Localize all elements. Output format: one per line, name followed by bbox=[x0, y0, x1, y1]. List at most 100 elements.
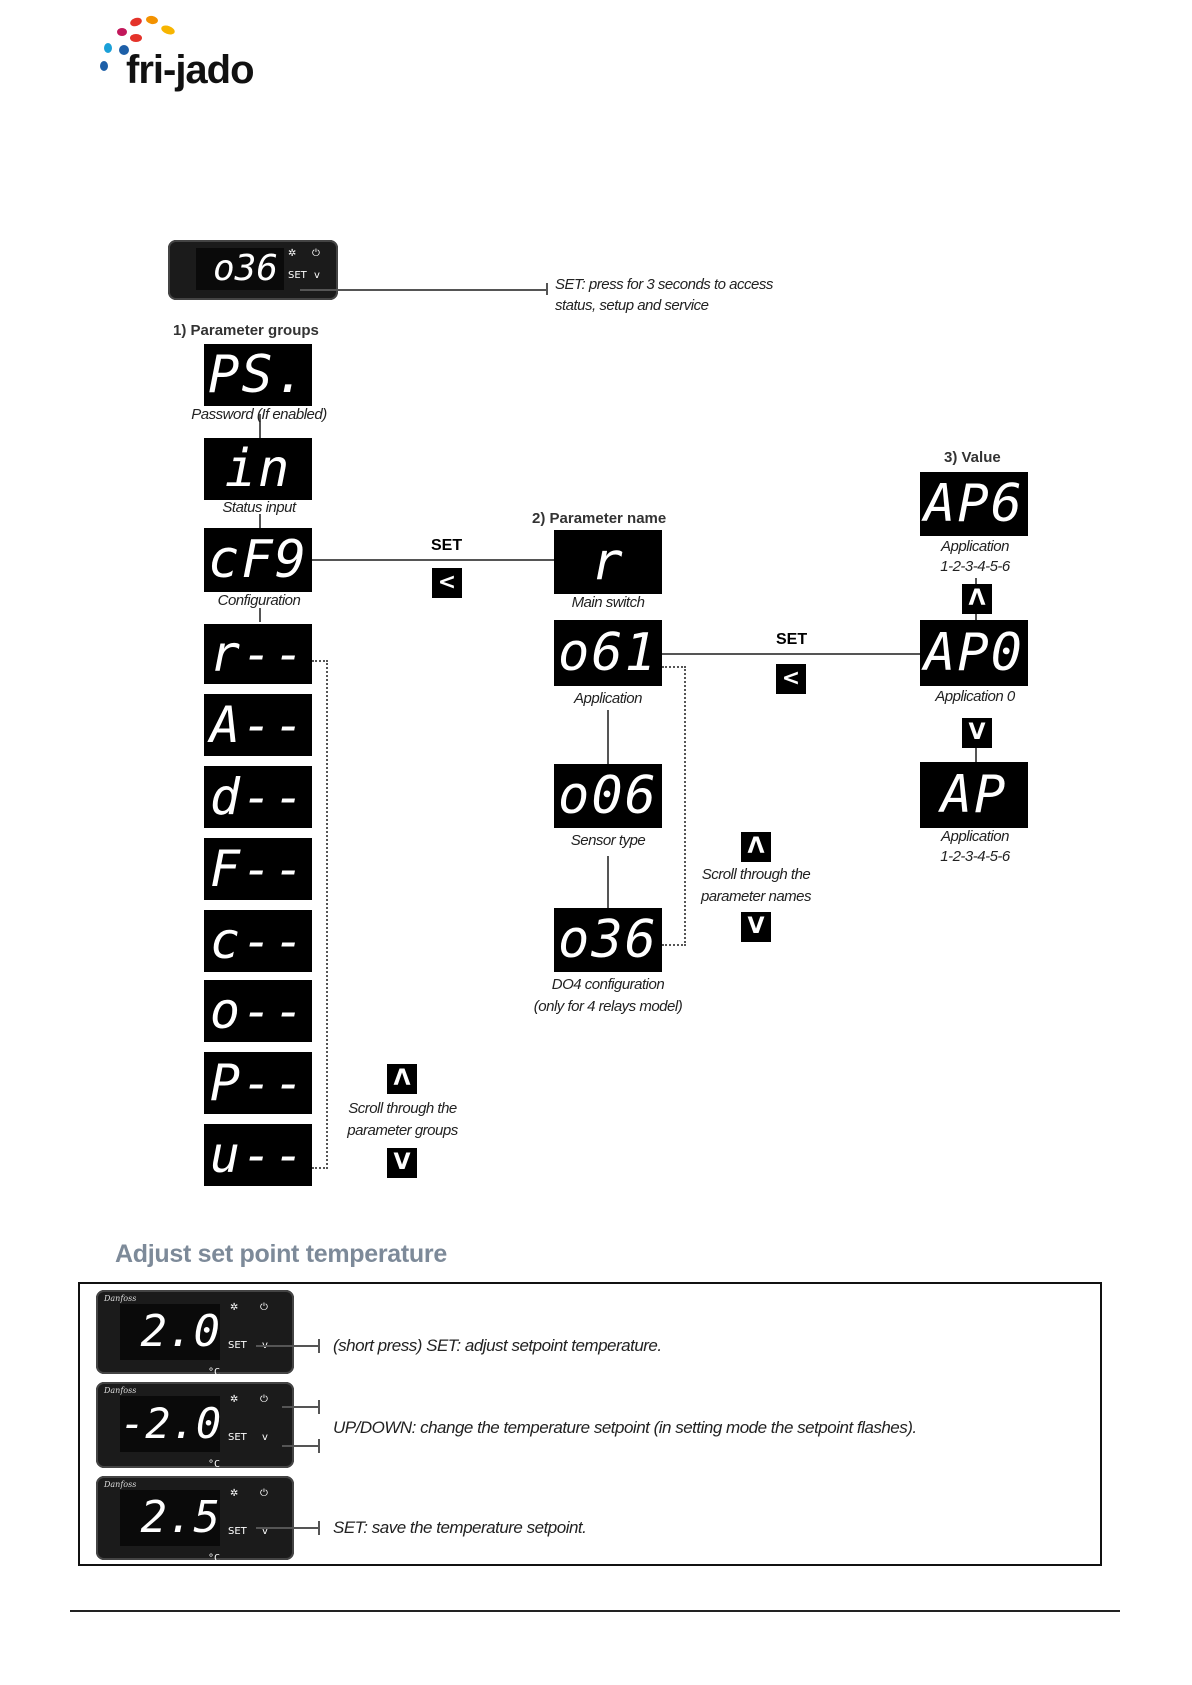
scroll-names-line2: parameter names bbox=[700, 888, 812, 905]
value-caption-ap6-line2: 1-2-3-4-5-6 bbox=[940, 558, 1010, 575]
name-display-r12[interactable]: r 12 bbox=[554, 530, 662, 594]
setpoint-unit-1: °C bbox=[207, 1367, 220, 1378]
value-caption-ap1-line1: Application bbox=[941, 828, 1009, 845]
power-icon: ⏻ bbox=[312, 248, 320, 259]
setpoint-controller-1: Danfoss 2.0 °C ✲ ⏻ SET v bbox=[96, 1290, 294, 1378]
header-parameter-name: 2) Parameter name bbox=[532, 510, 667, 527]
setpoint-text-2: UP/DOWN: change the temperature setpoint… bbox=[333, 1418, 917, 1437]
controller-buttons: ✲ ⏻ SET v bbox=[286, 246, 334, 294]
group-display-a[interactable]: A-- bbox=[204, 694, 312, 756]
value-connector bbox=[975, 578, 977, 584]
name-connector bbox=[607, 856, 609, 908]
setpoint-screen-1: 2.0 °C bbox=[120, 1304, 220, 1378]
value-down-key[interactable]: V bbox=[962, 718, 992, 748]
down-icon[interactable]: v bbox=[314, 270, 320, 281]
group-display-ps[interactable]: PS. bbox=[204, 344, 312, 406]
scroll-groups-down-key[interactable]: V bbox=[387, 1148, 417, 1178]
value-caption-ap1-line2: 1-2-3-4-5-6 bbox=[940, 848, 1010, 865]
group-caption-in: Status input bbox=[222, 499, 296, 516]
group-display-p[interactable]: P-- bbox=[204, 1052, 312, 1114]
name-display-o06[interactable]: o06 bbox=[554, 764, 662, 828]
set-left-key-a[interactable]: < bbox=[432, 568, 462, 598]
setpoint-pointer-tick-1 bbox=[318, 1339, 320, 1353]
set-button[interactable]: SET bbox=[288, 270, 307, 281]
danfoss-logo: Danfoss bbox=[104, 1480, 137, 1489]
group-caption-cf9: Configuration bbox=[217, 592, 301, 609]
header-value: 3) Value bbox=[944, 449, 1001, 466]
value-display-ap0[interactable]: AP0 bbox=[920, 620, 1028, 686]
value-caption-ap6-line1: Application bbox=[941, 538, 1009, 555]
setpoint-unit-2: °C bbox=[207, 1459, 220, 1470]
value-display-ap6[interactable]: AP6 bbox=[920, 472, 1028, 536]
danfoss-logo: Danfoss bbox=[104, 1386, 137, 1395]
brand-logo: fri-jado bbox=[88, 12, 298, 92]
group-display-u[interactable]: u-- bbox=[204, 1124, 312, 1186]
down-icon[interactable]: v bbox=[262, 1432, 268, 1443]
setpoint-pointer-2a bbox=[282, 1406, 320, 1408]
setpoint-unit-3: °C bbox=[207, 1553, 220, 1564]
set-button[interactable]: SET bbox=[228, 1526, 247, 1537]
header-parameter-groups: 1) Parameter groups bbox=[173, 322, 319, 339]
group-display-d[interactable]: d-- bbox=[204, 766, 312, 828]
group-display-f[interactable]: F-- bbox=[204, 838, 312, 900]
setpoint-buttons-1: ✲ ⏻ SET v bbox=[224, 1300, 288, 1366]
setpoint-box bbox=[78, 1282, 1102, 1566]
setpoint-controller-2: Danfoss -2.0 °C ✲ ⏻ SET v bbox=[96, 1382, 294, 1470]
setpoint-display-1: 2.0 bbox=[140, 1306, 220, 1357]
setpoint-buttons-2: ✲ ⏻ SET v bbox=[224, 1392, 288, 1458]
group-display-in[interactable]: in bbox=[204, 438, 312, 500]
setpoint-screen-3: 2.5 °C bbox=[120, 1490, 220, 1564]
group-display-r[interactable]: r-- bbox=[204, 624, 312, 684]
set-button[interactable]: SET bbox=[228, 1432, 247, 1443]
name-caption-o61: Application bbox=[574, 690, 642, 707]
name-scroll-bracket bbox=[662, 666, 686, 946]
scroll-groups-up-key[interactable]: Λ bbox=[387, 1064, 417, 1094]
power-icon: ⏻ bbox=[260, 1302, 268, 1313]
value-connector bbox=[975, 614, 977, 620]
scroll-names-down-key[interactable]: V bbox=[741, 912, 771, 942]
value-up-key[interactable]: Λ bbox=[962, 584, 992, 614]
group-display-o[interactable]: o-- bbox=[204, 980, 312, 1042]
defrost-icon: ✲ bbox=[230, 1302, 239, 1313]
set-button[interactable]: SET bbox=[228, 1340, 247, 1351]
scroll-names-up-key[interactable]: Λ bbox=[741, 832, 771, 862]
setpoint-title: Adjust set point temperature bbox=[115, 1240, 447, 1268]
set-left-key-b[interactable]: < bbox=[776, 664, 806, 694]
value-connector bbox=[975, 748, 977, 762]
set-label-a: SET bbox=[431, 537, 463, 554]
value-display-ap1[interactable]: AP 1 bbox=[920, 762, 1028, 828]
cf9-to-r12-connector bbox=[312, 559, 554, 561]
group-display-c[interactable]: c-- bbox=[204, 910, 312, 972]
set-label-b: SET bbox=[776, 631, 808, 648]
setpoint-pointer-tick-2b bbox=[318, 1439, 320, 1453]
setpoint-pointer-3 bbox=[256, 1527, 320, 1529]
name-display-o61[interactable]: o61 bbox=[554, 620, 662, 686]
set-note-line2: status, setup and service bbox=[555, 297, 709, 314]
setpoint-screen-2: -2.0 °C bbox=[120, 1396, 222, 1470]
power-icon: ⏻ bbox=[260, 1488, 268, 1499]
scroll-names-line1: Scroll through the bbox=[701, 866, 811, 883]
set-note-connector bbox=[300, 289, 548, 291]
power-icon: ⏻ bbox=[260, 1394, 268, 1405]
scroll-groups-line2: parameter groups bbox=[347, 1122, 458, 1139]
value-caption-ap0: Application 0 bbox=[935, 688, 1015, 705]
group-connector bbox=[259, 414, 261, 438]
setpoint-display-2: -2.0 bbox=[120, 1399, 222, 1448]
danfoss-logo: Danfoss bbox=[104, 1294, 137, 1303]
group-connector bbox=[259, 514, 261, 528]
down-icon[interactable]: v bbox=[262, 1526, 268, 1537]
name-connector bbox=[607, 710, 609, 764]
setpoint-pointer-tick-3 bbox=[318, 1521, 320, 1535]
scroll-groups-line1: Scroll through the bbox=[348, 1100, 457, 1117]
name-display-o36[interactable]: o36 bbox=[554, 908, 662, 972]
group-connector bbox=[259, 608, 261, 622]
name-caption-o36-line1: DO4 configuration bbox=[551, 976, 665, 993]
defrost-icon: ✲ bbox=[230, 1488, 239, 1499]
setpoint-text-3: SET: save the temperature setpoint. bbox=[333, 1518, 587, 1537]
top-controller: o36 ✲ ⏻ SET v bbox=[168, 240, 338, 300]
group-display-cf9[interactable]: cF9 bbox=[204, 528, 312, 592]
controller-screen: o36 bbox=[196, 248, 284, 290]
o61-to-ap0-connector bbox=[662, 653, 920, 655]
setpoint-pointer-tick-2a bbox=[318, 1400, 320, 1414]
group-caption-ps: Password (If enabled) bbox=[191, 406, 327, 423]
